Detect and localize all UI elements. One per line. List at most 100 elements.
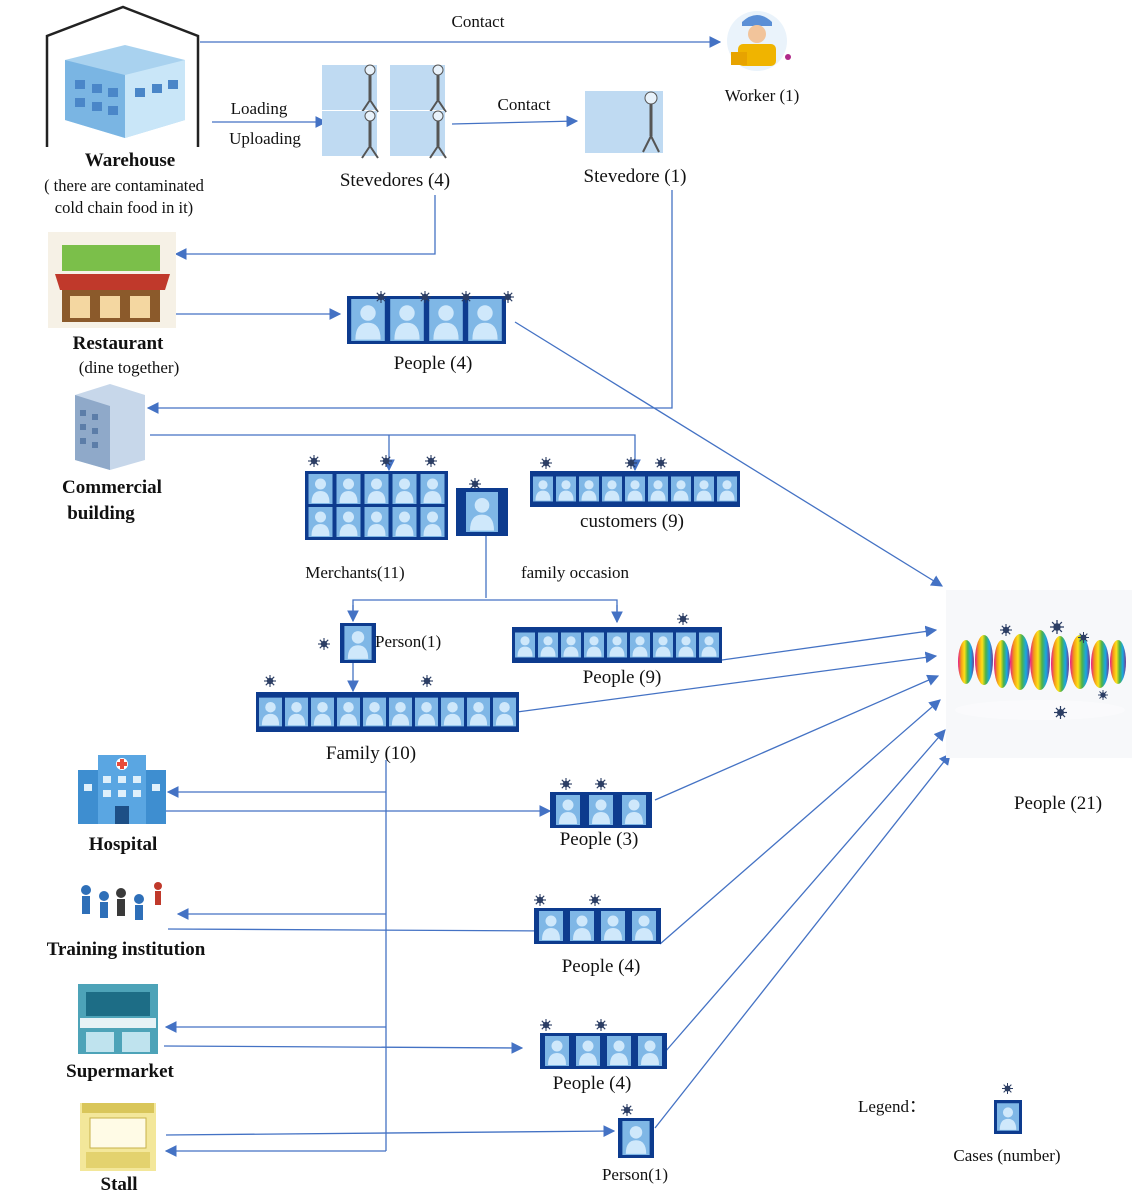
stevedores-label: Stevedores (4): [340, 170, 450, 191]
family-label: Family (10): [326, 743, 416, 764]
supermarket-icon: [78, 984, 158, 1054]
stevedore-icon: [585, 91, 663, 153]
virus-icon: [621, 1104, 633, 1116]
person-icon: [601, 911, 625, 941]
virus-icon: [380, 455, 392, 467]
worker-label: Worker (1): [725, 86, 800, 105]
commercial-title-2: building: [67, 503, 135, 524]
stall-icon: [80, 1103, 156, 1171]
edge-people4-crowd: [514, 321, 943, 587]
edge-people3-crowd: [654, 674, 940, 801]
stall-title: Stall: [101, 1174, 138, 1193]
person-icon: [468, 299, 502, 341]
person-family-label: Person(1): [375, 632, 441, 651]
worker-icon: [727, 11, 791, 71]
person-icon: [545, 1036, 569, 1066]
stevedore-label: Stevedore (1): [584, 166, 687, 187]
virus-icon: [589, 894, 601, 906]
merchants-group: [305, 455, 508, 540]
person-icon: [533, 476, 553, 502]
edge-stevedores-restaurant: [174, 195, 436, 260]
warehouse-building-icon: [65, 45, 185, 138]
person-icon: [420, 474, 445, 504]
stall-node: Stall: [80, 1103, 156, 1193]
warehouse-note-2: cold chain food in it): [55, 198, 193, 217]
person-icon: [607, 632, 627, 658]
person-icon: [467, 697, 490, 727]
person-icon: [336, 474, 361, 504]
edge-stall-person: [165, 1125, 616, 1137]
person-icon: [311, 697, 334, 727]
person-icon: [632, 911, 656, 941]
customers-label: customers (9): [580, 511, 684, 532]
person-icon: [579, 476, 599, 502]
merchants-label: Merchants(11): [305, 563, 404, 582]
restaurant-node: Restaurant (dine together): [48, 232, 179, 377]
edge-label-uploading: Uploading: [229, 129, 301, 148]
virus-icon: [318, 638, 330, 650]
training-people-label: People (4): [562, 956, 641, 977]
restaurant-people-group: [347, 291, 514, 344]
virus-icon: [677, 613, 689, 625]
virus-icon: [264, 675, 276, 687]
virus-icon: [560, 778, 572, 790]
edge-training-people-crowd: [659, 699, 941, 945]
person-icon: [622, 1121, 650, 1155]
edge-people9-crowd: [721, 625, 938, 661]
edge-occasion-branch: [352, 599, 618, 622]
worker-node: Worker (1): [725, 11, 800, 105]
edges: [146, 36, 951, 1157]
person-icon: [363, 697, 386, 727]
virus-icon: [421, 675, 433, 687]
person-icon: [584, 632, 604, 658]
legend-item-label: Cases (number): [953, 1146, 1060, 1165]
person-icon: [638, 1036, 662, 1066]
commercial-node: Commercial building: [62, 384, 162, 524]
person-icon: [392, 474, 417, 504]
person-icon: [671, 476, 691, 502]
person-icon: [364, 507, 389, 537]
virus-icon: [534, 894, 546, 906]
virus-icon: [308, 455, 320, 467]
person-icon: [364, 474, 389, 504]
person-icon: [625, 476, 645, 502]
person-icon: [308, 474, 333, 504]
person-icon: [602, 476, 622, 502]
training-icon: [72, 875, 168, 933]
edge-person-crowd: [654, 753, 951, 1129]
person-icon: [259, 697, 282, 727]
person-icon: [561, 632, 581, 658]
hospital-icon: [78, 755, 166, 824]
people-9-group: [512, 613, 722, 663]
person-family-group: [318, 623, 376, 663]
person-icon: [415, 697, 438, 727]
edge-stevedore-commercial: [146, 190, 673, 414]
legend-virus-icon: [1002, 1083, 1013, 1094]
crowd-label: People (21): [1014, 793, 1102, 814]
person-icon: [429, 299, 463, 341]
edge-supermarket-people-crowd: [664, 729, 946, 1053]
customers-group: [530, 457, 740, 507]
hospital-title: Hospital: [89, 834, 158, 855]
person-icon: [717, 476, 737, 502]
person-icon: [694, 476, 714, 502]
hospital-people-group: [550, 778, 652, 828]
supermarket-people-group: [540, 1019, 667, 1069]
person-icon: [493, 697, 516, 727]
stall-person-label: Person(1): [602, 1165, 668, 1184]
edge-supermarket-people4: [163, 1042, 524, 1054]
supermarket-people-label: People (4): [553, 1073, 632, 1094]
legend-title: Legend：: [858, 1097, 926, 1116]
person-icon: [539, 911, 563, 941]
virus-icon: [595, 778, 607, 790]
person-icon: [630, 632, 650, 658]
person-icon: [392, 507, 417, 537]
warehouse-title: Warehouse: [85, 150, 175, 171]
stevedore-single-node: Stevedore (1): [584, 91, 687, 187]
virus-icon: [425, 455, 437, 467]
person-icon: [556, 476, 576, 502]
person-icon: [676, 632, 696, 658]
person-icon: [589, 795, 613, 825]
person-icon: [441, 697, 464, 727]
